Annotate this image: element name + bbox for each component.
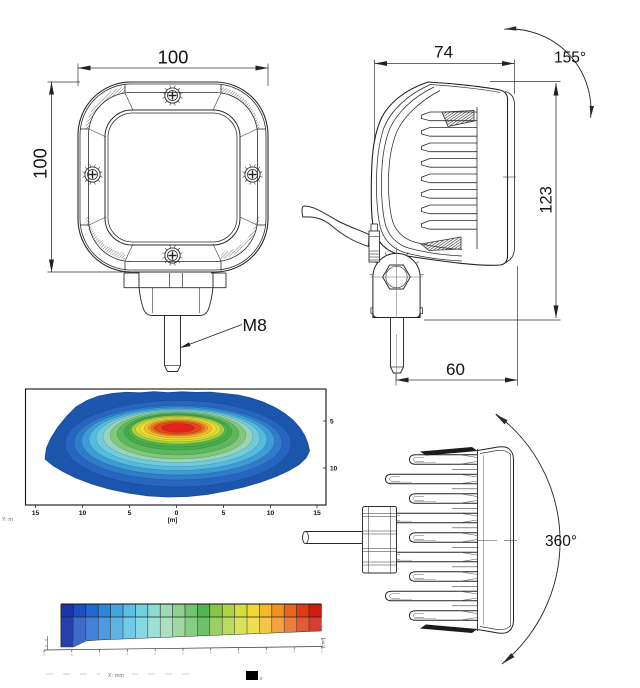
svg-text:5: 5 bbox=[321, 650, 323, 654]
svg-text:155°: 155° bbox=[554, 50, 586, 67]
svg-text:100: 100 bbox=[30, 148, 51, 179]
svg-text:10: 10 bbox=[330, 466, 338, 473]
svg-text:100: 100 bbox=[158, 47, 189, 68]
svg-text:X: mm: X: mm bbox=[108, 673, 124, 679]
svg-text:M8: M8 bbox=[243, 315, 267, 335]
svg-text:5: 5 bbox=[210, 651, 212, 655]
svg-text:5: 5 bbox=[182, 651, 184, 655]
svg-text:[cm²]: [cm²] bbox=[321, 638, 326, 648]
svg-text:5: 5 bbox=[43, 653, 45, 657]
svg-text:5: 5 bbox=[154, 652, 156, 656]
svg-text:10: 10 bbox=[79, 510, 87, 517]
svg-text:5: 5 bbox=[293, 650, 295, 654]
svg-text:5: 5 bbox=[266, 650, 268, 654]
svg-text:5: 5 bbox=[127, 652, 129, 656]
svg-text:5: 5 bbox=[330, 419, 334, 426]
svg-text:0: 0 bbox=[260, 676, 263, 681]
svg-text:360°: 360° bbox=[545, 533, 577, 550]
svg-text:60: 60 bbox=[446, 360, 465, 379]
svg-text:74: 74 bbox=[434, 43, 453, 62]
svg-text:5: 5 bbox=[99, 653, 101, 657]
svg-text:5: 5 bbox=[128, 510, 132, 517]
svg-text:0: 0 bbox=[175, 510, 179, 517]
svg-text:15: 15 bbox=[32, 510, 40, 517]
svg-text:123: 123 bbox=[538, 186, 556, 214]
svg-text:15: 15 bbox=[313, 510, 321, 517]
svg-text:5: 5 bbox=[238, 651, 240, 655]
svg-text:5: 5 bbox=[222, 510, 226, 517]
svg-text:10: 10 bbox=[267, 510, 275, 517]
svg-text:5: 5 bbox=[71, 653, 73, 657]
svg-text:[m]: [m] bbox=[168, 517, 178, 524]
svg-text:Y: m: Y: m bbox=[2, 517, 13, 523]
